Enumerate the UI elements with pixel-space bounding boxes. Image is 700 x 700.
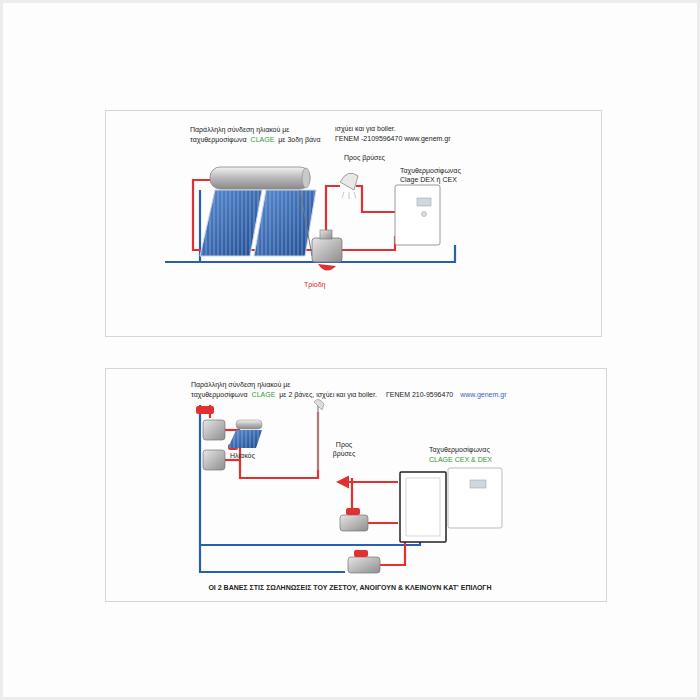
- node-text: www.genem.gr: [460, 390, 506, 399]
- label-text: Προς βρύσες: [328, 440, 360, 458]
- node-text: CLAGE CEX & DEX: [429, 455, 492, 464]
- bottom-valves: [340, 508, 380, 573]
- bottom-water-heater: [400, 468, 502, 542]
- label-text: ΟΙ 2 ΒΑΝΕΣ ΣΤΙΣ ΣΩΛΗΝΩΣΕΙΣ ΤΟΥ ΖΕΣΤΟΥ, Α…: [208, 583, 491, 592]
- node-text: CLAGE: [252, 390, 276, 399]
- node-text: Παράλληλη σύνδεση ηλιακού με: [191, 380, 290, 389]
- shower-rail: [314, 399, 324, 470]
- label-text: ισχύει και για boiler.: [335, 124, 396, 133]
- top-pipes: [165, 180, 455, 262]
- bottom-pipes: [200, 405, 420, 572]
- node-text: Ταχυθερμοσίφωνας Clage DEX ή CEX: [400, 166, 474, 184]
- diagram-panel: Παράλληλη σύνδεση ηλιακού μεταχυθερμοσίφ…: [105, 110, 602, 337]
- label-text: Ηλιακός: [230, 451, 255, 460]
- water-heater-box: Ταχυθερμοσίφωνας Clage DEX ή CEX: [396, 186, 441, 246]
- label-text: Τρίοδη: [304, 280, 326, 289]
- water-heater-box: ΤαχυθερμοσίφωναςCLAGE CEX & DEX: [401, 473, 447, 543]
- shower-head: [340, 173, 358, 199]
- three-way-valve: [312, 230, 342, 271]
- node-text: ΓΕΝΕΜ 210-9596470: [386, 390, 453, 399]
- node-text: με 3οδη βάνα: [278, 135, 320, 144]
- left-valves: [196, 406, 238, 470]
- label-text: ΓΕΝΕΜ -2109596470 www.genem.gr: [335, 134, 451, 143]
- node-text: ταχυθερμοσίφωνα: [190, 135, 247, 144]
- node-text: με 2 βάνες, ισχύει και για boiler.: [279, 390, 377, 399]
- node-text: CLAGE: [251, 135, 275, 144]
- node-text: Παράλληλη σύνδεση ηλιακού με: [190, 125, 289, 134]
- label-text: Προς βρύσες: [344, 153, 385, 162]
- diagram-panel: Παράλληλη σύνδεση ηλιακού μεταχυθερμοσίφ…: [105, 368, 607, 602]
- node-text: Ταχυθερμοσίφωνας: [429, 445, 490, 454]
- small-solar: [228, 420, 262, 448]
- water-heater: [395, 185, 440, 245]
- node-text: ταχυθερμοσίφωνα: [191, 390, 248, 399]
- solar-collector: [200, 167, 316, 256]
